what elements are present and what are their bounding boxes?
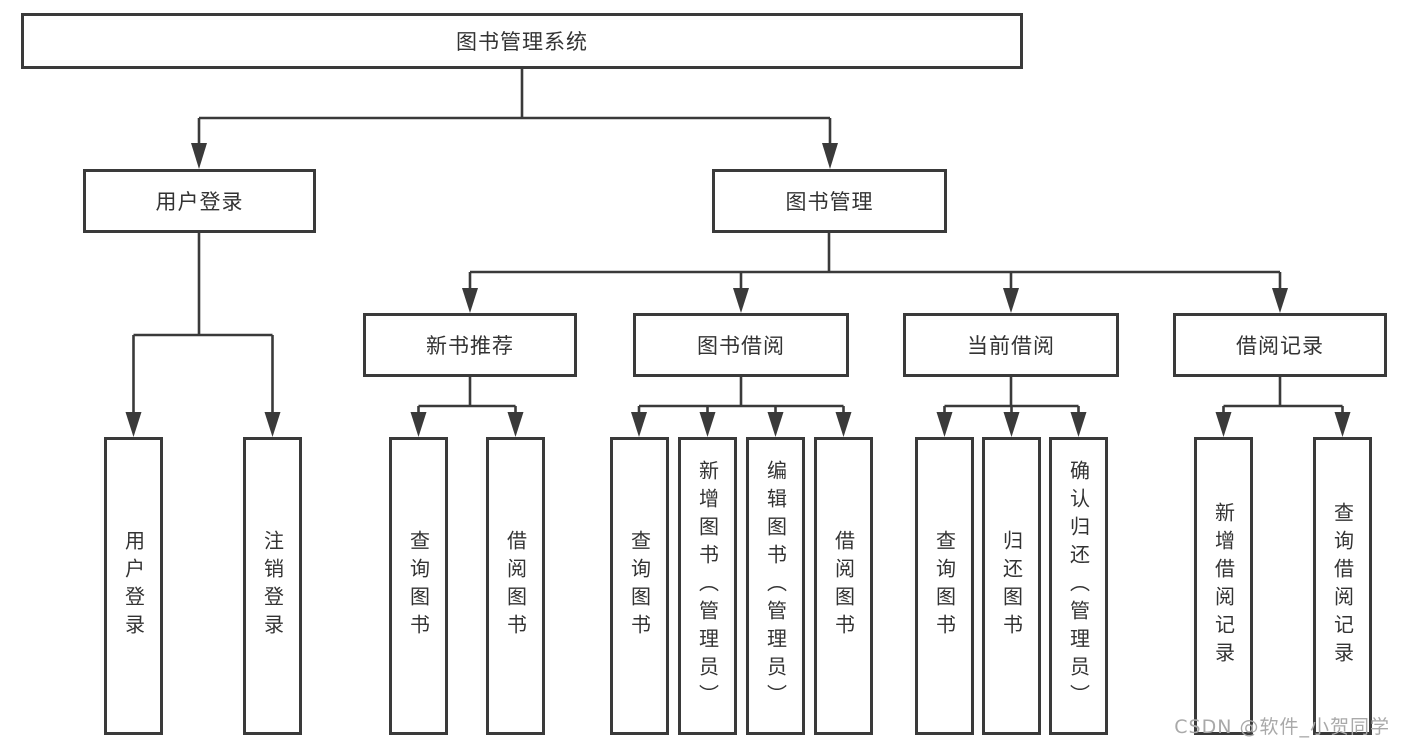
leaf-borrow-books: 借阅图书 xyxy=(814,437,873,735)
node-user-login: 用户登录 xyxy=(83,169,316,233)
leaf-logout: 注销登录 xyxy=(243,437,302,735)
leaf-confirm-return-admin: 确认归还（管理员） xyxy=(1049,437,1108,735)
leaf-query-borrow-record: 查询借阅记录 xyxy=(1313,437,1372,735)
leaf-user-login: 用户登录 xyxy=(104,437,163,735)
node-book-borrow: 图书借阅 xyxy=(633,313,849,377)
leaf-query-books-recommend: 查询图书 xyxy=(389,437,448,735)
node-borrow-records: 借阅记录 xyxy=(1173,313,1387,377)
leaf-query-books-current: 查询图书 xyxy=(915,437,974,735)
csdn-watermark: CSDN @软件_小贺同学 xyxy=(1174,716,1390,738)
leaf-borrow-books-recommend: 借阅图书 xyxy=(486,437,545,735)
leaf-add-book-admin: 新增图书（管理员） xyxy=(678,437,737,735)
node-book-management: 图书管理 xyxy=(712,169,947,233)
leaf-add-borrow-record: 新增借阅记录 xyxy=(1194,437,1253,735)
leaf-query-books-borrow: 查询图书 xyxy=(610,437,669,735)
node-new-book-recommend: 新书推荐 xyxy=(363,313,577,377)
leaf-edit-book-admin: 编辑图书（管理员） xyxy=(746,437,805,735)
node-library-management-system: 图书管理系统 xyxy=(21,13,1023,69)
leaf-return-book: 归还图书 xyxy=(982,437,1041,735)
node-current-borrow: 当前借阅 xyxy=(903,313,1119,377)
